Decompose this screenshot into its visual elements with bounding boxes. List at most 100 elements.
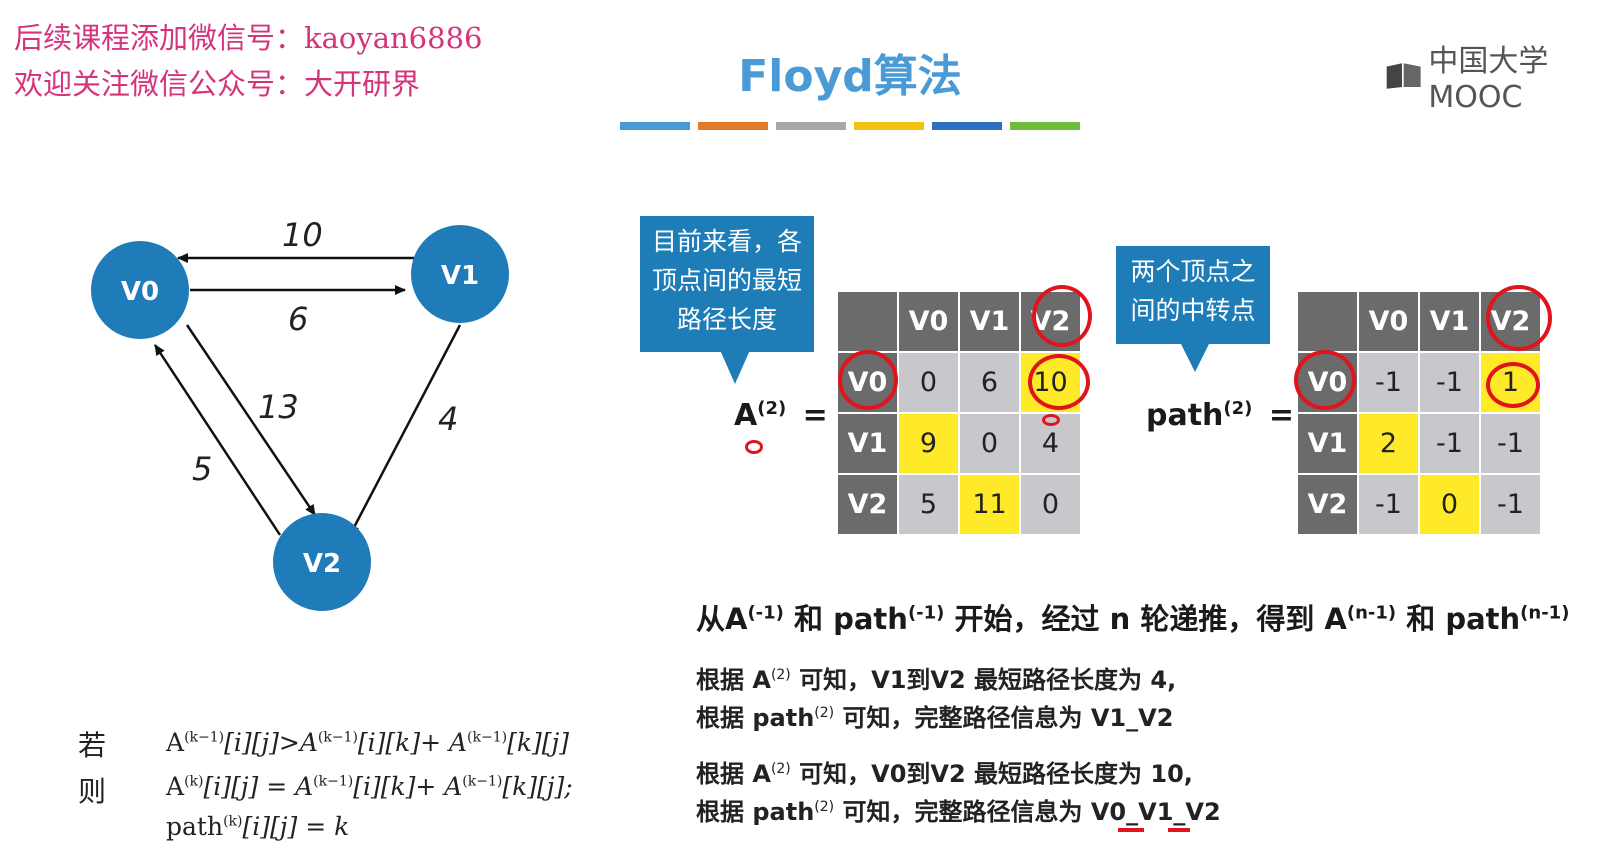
watermark-line-1: 后续课程添加微信号：kaoyan6886 (14, 21, 483, 55)
callout-shortest-length: 目前来看，各 顶点间的最短 路径长度 (640, 216, 814, 352)
annotation-ring-path-v2-header (1486, 285, 1552, 351)
logo-text: 中国大学MOOC (1428, 44, 1549, 115)
matrix-path-cell: 0 (1420, 475, 1479, 534)
formula-then-label: 则 (78, 775, 107, 808)
f3-b: [i][j] = k (242, 812, 350, 841)
matrix-path-cell: 2 (1359, 414, 1418, 473)
note-4-a: 根据 path (696, 798, 815, 826)
annotation-underline-v0 (1118, 828, 1144, 832)
note-1-a: 根据 A (696, 666, 771, 694)
callout-path-pointer (1180, 342, 1210, 372)
color-stripe-3 (776, 122, 846, 130)
edge-v0-v2 (185, 324, 317, 516)
summary-part-3: 开始，经过 n 轮递推，得到 A (944, 602, 1347, 636)
note-3-b: 可知，V0到V2 最短路径长度为 10, (790, 760, 1193, 788)
matrix-a-cell: 6 (960, 353, 1019, 412)
matrix-a-col-header: V1 (960, 292, 1019, 351)
note-2-b: 可知，完整路径信息为 V1_V2 (834, 704, 1174, 732)
summary-sup-4: (n-1) (1520, 602, 1570, 624)
matrix-a-corner (838, 292, 897, 351)
annotation-underline-v1 (1168, 828, 1190, 832)
summary-part-1: 从A (696, 602, 748, 636)
note-2-a: 根据 path (696, 704, 815, 732)
matrix-path-col-header: V1 (1420, 292, 1479, 351)
matrix-path-row-header: V1 (1298, 414, 1357, 473)
callout-a-line-1: 目前来看，各 (651, 227, 802, 256)
weight-v1-v2: 4 (438, 400, 458, 438)
annotation-ring-a-cell-10 (1028, 354, 1090, 410)
f2-a: A (166, 772, 185, 801)
matrix-a-equals: = (802, 398, 828, 433)
matrix-a-cell: 5 (899, 475, 958, 534)
formula-condition: A(k−1)[i][j]>A(k−1)[i][k]+ A(k−1)[k][j] (166, 728, 569, 757)
matrix-path-cell: -1 (1420, 353, 1479, 412)
callout-path-line-1: 两个顶点之 (1130, 257, 1256, 286)
edge-v2-v0 (153, 344, 282, 536)
color-stripe-6 (1010, 122, 1080, 130)
f3-a: path (166, 812, 224, 841)
note-1-sup: (2) (770, 667, 791, 683)
matrix-a-cell: 9 (899, 414, 958, 473)
node-v0: V0 (91, 241, 189, 339)
matrix-a: V0 V1 V2 V0 0 6 10 V1 9 0 4 V2 5 11 0 (836, 290, 1082, 536)
f1-a: A (166, 728, 185, 757)
formula-update-a: A(k)[i][j] = A(k−1)[i][k]+ A(k−1)[k][j]; (166, 772, 573, 801)
color-stripe-2 (698, 122, 768, 130)
node-v1-label: V1 (441, 261, 479, 291)
matrix-path-cell: -1 (1359, 475, 1418, 534)
weight-v0-v1: 6 (288, 300, 308, 338)
matrix-path-equals: = (1268, 398, 1294, 433)
matrix-path-label: path(2) = (1146, 398, 1294, 433)
formula-update-path: path(k)[i][j] = k (166, 812, 349, 841)
note-1-b: 可知，V1到V2 最短路径长度为 4, (790, 666, 1177, 694)
mooc-logo: 中国大学MOOC (1385, 36, 1610, 115)
weight-v1-v0: 10 (282, 216, 323, 254)
formula-if-label: 若 (78, 729, 107, 762)
f3-sa: (k) (223, 813, 243, 830)
annotation-tick-a-label (745, 440, 763, 454)
matrix-a-sup: (2) (757, 398, 787, 419)
weight-v2-v0: 5 (192, 450, 212, 488)
f1-sc: (k−1) (467, 729, 508, 746)
annotation-ring-path-v0-header (1294, 350, 1356, 410)
watermark-line-2: 欢迎关注微信公众号：大开研界 (14, 67, 421, 101)
matrix-a-cell: 0 (899, 353, 958, 412)
note-3-sup: (2) (770, 761, 791, 777)
callout-a-line-2: 顶点间的最短 (651, 266, 802, 295)
graph-diagram: 10 6 13 4 5 V0 V1 V2 (91, 216, 509, 611)
node-v0-label: V0 (121, 277, 159, 307)
summary-sup-1: (-1) (747, 602, 784, 624)
summary-part-2: 和 path (783, 602, 908, 636)
matrix-path-corner (1298, 292, 1357, 351)
matrix-a-name: A (734, 398, 758, 433)
matrix-path-name: path (1146, 398, 1224, 433)
f2-sb: (k−1) (313, 773, 354, 790)
callout-a-line-3: 路径长度 (676, 305, 777, 334)
node-v1: V1 (411, 225, 509, 323)
f2-sc: (k−1) (462, 773, 503, 790)
f1-sa: (k−1) (184, 729, 225, 746)
f1-d: [k][j] (507, 728, 569, 757)
matrix-a-cell: 11 (960, 475, 1019, 534)
matrix-a-cell: 0 (960, 414, 1019, 473)
matrix-path-sup: (2) (1223, 398, 1253, 419)
node-v2: V2 (273, 513, 371, 611)
title-color-bar (620, 122, 1080, 130)
note-4-b: 可知，完整路径信息为 V0_V1_V2 (834, 798, 1221, 826)
f1-sb: (k−1) (317, 729, 358, 746)
matrix-a-row-header: V2 (838, 475, 897, 534)
matrix-path-cell: -1 (1420, 414, 1479, 473)
note-line-2: 根据 path(2) 可知，完整路径信息为 V1_V2 (696, 698, 1173, 733)
annotation-tick-a-10 (1042, 414, 1060, 426)
callout-path-line-2: 间的中转点 (1130, 296, 1256, 325)
matrix-path-cell: -1 (1359, 353, 1418, 412)
note-3-a: 根据 A (696, 760, 771, 788)
note-line-3: 根据 A(2) 可知，V0到V2 最短路径长度为 10, (696, 754, 1193, 789)
color-stripe-4 (854, 122, 924, 130)
f2-b: [i][j] = A (203, 772, 314, 801)
matrix-a-cell: 4 (1021, 414, 1080, 473)
matrix-a-row-header: V1 (838, 414, 897, 473)
callout-a-pointer (720, 350, 750, 384)
color-stripe-5 (932, 122, 1002, 130)
annotation-ring-a-v0-header (838, 350, 898, 410)
